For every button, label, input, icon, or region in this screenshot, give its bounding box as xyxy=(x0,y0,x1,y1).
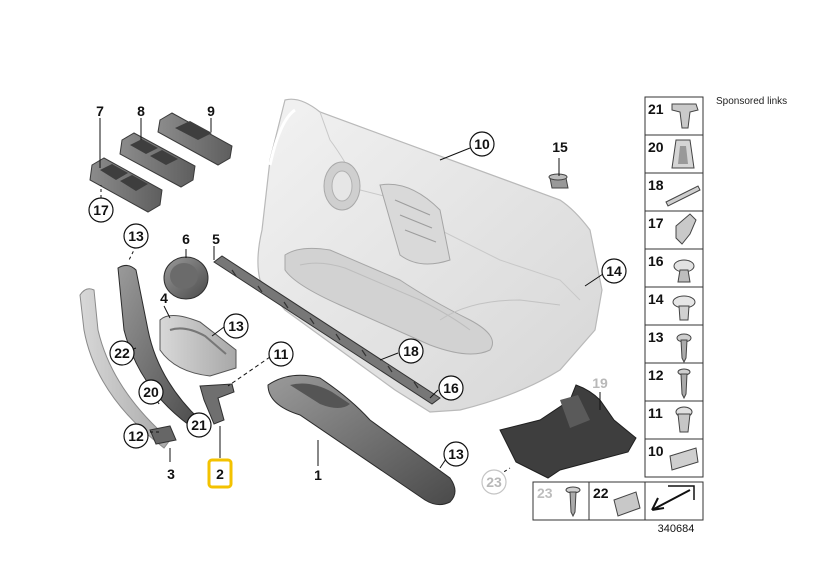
callout-6: 6 xyxy=(182,231,190,247)
svg-text:2: 2 xyxy=(216,466,224,482)
window-switch-panel-7 xyxy=(89,157,163,213)
parts-cell-18: 18 xyxy=(648,177,701,207)
mounting-bracket-19 xyxy=(499,384,637,479)
callout-20: 20 xyxy=(138,379,164,405)
svg-text:13: 13 xyxy=(448,446,464,462)
callout-17: 17 xyxy=(88,197,114,223)
parts-cell-22: 22 xyxy=(593,485,641,517)
svg-text:14: 14 xyxy=(648,291,664,307)
spring-clip-icon xyxy=(671,139,695,169)
svg-text:10: 10 xyxy=(648,443,664,459)
diagram-number: 340684 xyxy=(658,523,695,535)
svg-text:11: 11 xyxy=(274,346,289,362)
svg-text:12: 12 xyxy=(648,367,664,383)
callout-5: 5 xyxy=(212,231,220,247)
interior-door-handle xyxy=(159,315,237,377)
callout-1: 1 xyxy=(314,467,322,483)
callout-16: 16 xyxy=(438,375,464,401)
svg-text:23: 23 xyxy=(486,474,502,490)
parts-cell-12: 12 xyxy=(648,367,691,400)
window-switch-panel-8 xyxy=(119,132,196,188)
door-trim-panel xyxy=(257,98,603,413)
parts-panel: 21 20 18 17 16 xyxy=(532,96,704,521)
direction-arrow-icon xyxy=(651,485,695,511)
svg-text:14: 14 xyxy=(606,263,622,279)
parts-cell-23: 23 xyxy=(537,485,581,518)
callout-7: 7 xyxy=(96,103,104,119)
callout-13-middle: 13 xyxy=(223,313,249,339)
callout-9: 9 xyxy=(207,103,215,119)
parts-cell-16: 16 xyxy=(648,253,695,283)
callout-18: 18 xyxy=(398,338,424,364)
fillister-screw-icon xyxy=(676,333,692,364)
svg-text:13: 13 xyxy=(128,228,144,244)
callout-12: 12 xyxy=(123,423,149,449)
svg-text:20: 20 xyxy=(648,139,664,155)
callout-13-bottom: 13 xyxy=(443,441,469,467)
callout-8: 8 xyxy=(137,103,145,119)
callout-14: 14 xyxy=(601,258,627,284)
svg-text:21: 21 xyxy=(648,101,664,117)
svg-text:22: 22 xyxy=(114,345,130,361)
callout-3: 3 xyxy=(167,466,175,482)
svg-text:21: 21 xyxy=(191,417,207,433)
callout-15: 15 xyxy=(552,139,568,155)
callout-11: 11 xyxy=(268,341,294,367)
svg-text:16: 16 xyxy=(648,253,664,269)
parts-cell-14: 14 xyxy=(648,291,696,321)
trim-bar-3 xyxy=(79,288,177,449)
callout-22: 22 xyxy=(109,340,135,366)
clip-nut-icon xyxy=(675,406,693,433)
trim-bar-22 xyxy=(117,264,201,431)
svg-text:18: 18 xyxy=(403,343,419,359)
window-switch-panel-9 xyxy=(157,112,233,166)
svg-text:18: 18 xyxy=(648,177,664,193)
callout-23: 23 xyxy=(481,469,507,495)
callout-10: 10 xyxy=(469,131,495,157)
retainer-strip-icon xyxy=(665,185,701,207)
cover-piece-2 xyxy=(199,383,235,425)
callout-2-highlighted: 2 xyxy=(207,458,233,489)
callout-19: 19 xyxy=(592,375,608,391)
svg-text:20: 20 xyxy=(143,384,159,400)
parts-cell-17: 17 xyxy=(648,213,697,245)
svg-text:11: 11 xyxy=(648,405,663,421)
svg-text:13: 13 xyxy=(228,318,244,334)
trim-strip-5 xyxy=(213,255,441,405)
svg-text:23: 23 xyxy=(537,485,553,501)
plastic-rivet-icon xyxy=(672,295,696,321)
angled-clip-icon xyxy=(675,213,697,245)
clip-15 xyxy=(548,173,569,189)
callout-4: 4 xyxy=(160,290,168,306)
square-clip-icon xyxy=(613,491,641,517)
callout-13-top: 13 xyxy=(123,223,149,249)
tapping-screw-icon xyxy=(677,368,691,400)
callouts: 7 8 9 17 10 15 14 13 6 5 4 13 22 xyxy=(88,103,627,495)
svg-text:17: 17 xyxy=(93,202,109,218)
parts-cell-20: 20 xyxy=(648,139,695,169)
flat-head-screw-icon xyxy=(565,486,581,518)
round-cover-cap xyxy=(163,256,209,300)
parts-cell-10: 10 xyxy=(648,443,699,471)
svg-text:13: 13 xyxy=(648,329,664,345)
expanding-rivet-icon xyxy=(673,259,695,283)
svg-text:12: 12 xyxy=(128,428,144,444)
svg-text:22: 22 xyxy=(593,485,609,501)
callout-21: 21 xyxy=(186,412,212,438)
trim-clip-icon xyxy=(671,103,699,129)
armrest-1 xyxy=(267,374,456,506)
svg-text:10: 10 xyxy=(474,136,490,152)
svg-text:16: 16 xyxy=(443,380,459,396)
parts-cell-13: 13 xyxy=(648,329,692,364)
speed-nut-icon xyxy=(669,447,699,471)
sponsored-links-label: Sponsored links xyxy=(716,96,788,107)
parts-cell-11: 11 xyxy=(648,405,693,433)
svg-text:17: 17 xyxy=(648,215,664,231)
parts-cell-21: 21 xyxy=(648,101,699,129)
